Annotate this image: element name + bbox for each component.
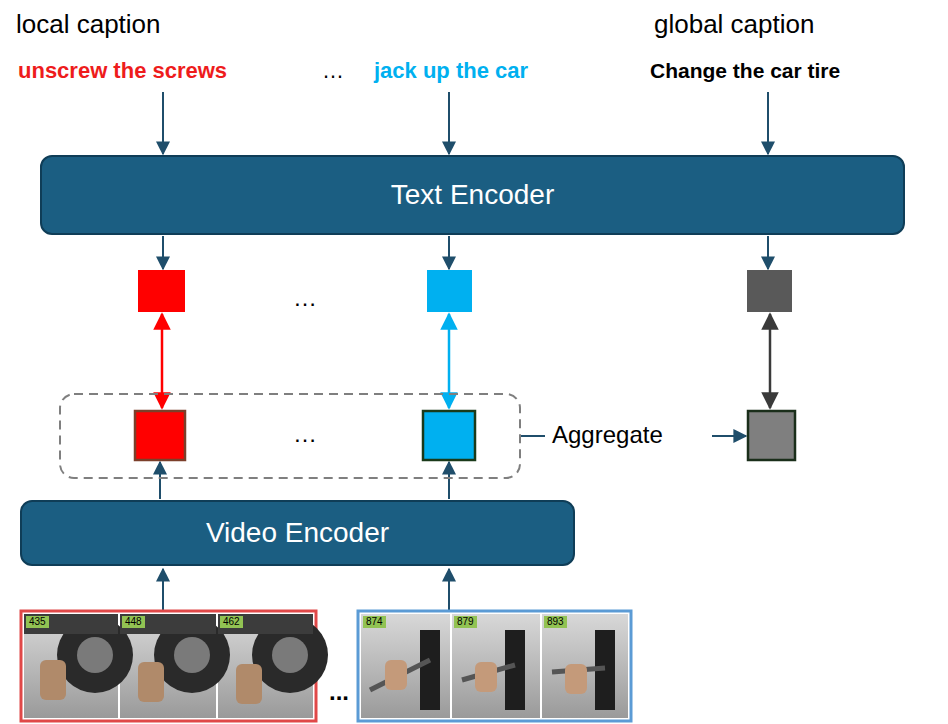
encoder-box: Text Encoder (40, 155, 905, 235)
frame-number: 448 (122, 616, 145, 628)
ellipsis: … (293, 420, 317, 448)
aggregate-group (60, 394, 520, 478)
local-caption: jack up the car (374, 58, 528, 83)
ellipsis: … (322, 58, 344, 83)
encoder-label: Video Encoder (206, 517, 389, 549)
encoder-box: Video Encoder (20, 500, 575, 566)
video-clip (358, 611, 631, 721)
frame-number: 874 (363, 616, 386, 628)
contrast-arrow (769, 314, 772, 408)
global-caption: Change the car tire (650, 59, 840, 83)
encoder-label: Text Encoder (391, 179, 554, 211)
video-embedding (135, 411, 185, 460)
local-caption: unscrew the screws (18, 58, 227, 83)
section-title: local caption (16, 10, 161, 40)
step-label: Aggregate (552, 421, 663, 449)
ellipsis: … (293, 284, 317, 312)
global-video-embedding (748, 411, 795, 460)
frame-number: 435 (26, 616, 49, 628)
contrast-arrow (161, 314, 164, 408)
frame-number: 893 (544, 616, 567, 628)
section-title: global caption (654, 10, 814, 40)
ellipsis: ... (329, 678, 349, 706)
frame-number: 462 (220, 616, 243, 628)
video-embedding (423, 411, 475, 460)
text-embedding (138, 270, 185, 312)
frame-number: 879 (454, 616, 477, 628)
text-embedding (427, 270, 472, 312)
video-clip (21, 611, 328, 721)
text-embedding (747, 270, 792, 312)
